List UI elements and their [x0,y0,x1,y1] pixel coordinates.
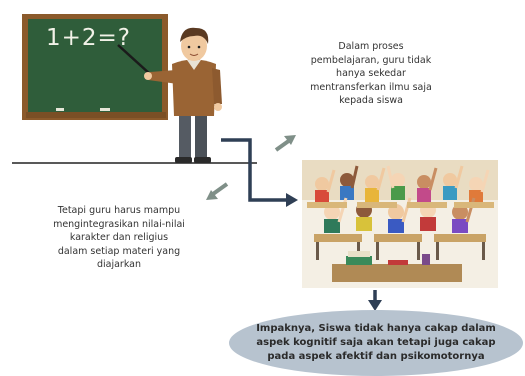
top-right-text-block: Dalam proses pembelajaran, guru tidak ha… [296,40,446,108]
top-text-line-5: kepada siswa [339,95,403,106]
classroom-illustration [302,160,498,288]
left-text-line-4: dalam setiap materi yang [57,245,181,257]
left-text-line-2: mengintegrasikan nilai-nilai [53,218,185,230]
impact-line-1: Impaknya, Siswa tidak hanya cakap dalam [256,323,496,334]
left-text-line-3: karakter dan religius [69,232,169,243]
chalk-tray [26,112,166,118]
arrow-down-icon [368,290,382,311]
pointer-stick [117,44,151,75]
arrow-up-right-icon [274,135,296,152]
left-text-line-1: Tetapi guru harus mampu [57,205,181,216]
impact-line-3: pada aspek afektif dan psikomotornya [267,351,485,362]
chalkboard [28,19,162,115]
impact-ellipse-shape [229,310,523,376]
left-text-line-5: diajarkan [96,259,142,270]
top-text-line-4: mentransferkan ilmu saja [310,81,432,93]
impact-line-2: aspek kognitif saja akan tetapi juga cak… [256,337,496,348]
top-text-line-3: hanya sekedar [336,68,406,79]
top-text-line-2: pembelajaran, guru tidak [310,54,432,66]
teacher-head [181,31,207,61]
impact-text-block: Impaknya, Siswa tidak hanya cakap dalam … [238,322,514,364]
desks-group [307,202,494,260]
teacher-illustration [12,14,257,164]
arrow-elbow-right-icon [221,138,298,207]
arrow-down-left-icon [206,182,229,200]
left-text-block: Tetapi guru harus mampu mengintegrasikan… [40,204,198,272]
top-text-line-1: Dalam proses [338,41,404,52]
chalkboard-equation: 1+2=? [46,25,132,51]
